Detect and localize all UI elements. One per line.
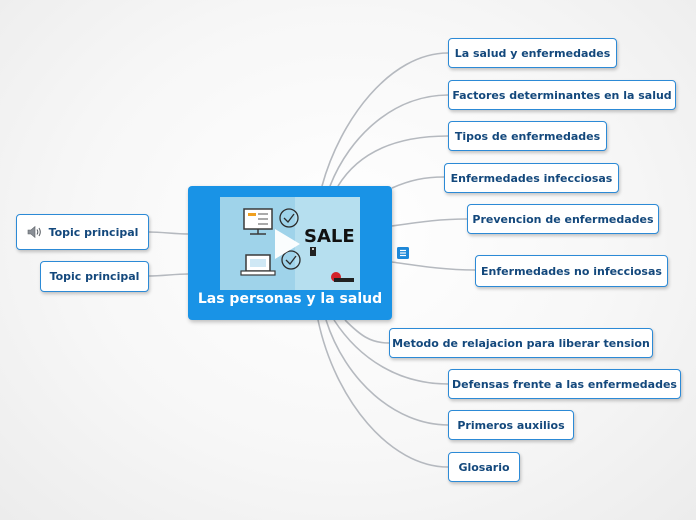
connector-infecciosas — [391, 176, 445, 189]
video-thumbnail[interactable]: SALE — [220, 197, 360, 290]
connector-no-infecciosas — [391, 261, 476, 271]
connector-prevencion — [391, 218, 468, 227]
connector-la-salud — [321, 52, 449, 187]
central-title: Las personas y la salud — [197, 291, 383, 307]
topic-label: La salud y enfermedades — [454, 46, 611, 60]
play-icon — [275, 229, 300, 259]
topic-metodo-relajacion[interactable]: Metodo de relajacion para liberar tensio… — [389, 328, 653, 358]
computer-icon — [243, 208, 273, 235]
connector-metodo — [344, 319, 390, 344]
topic-enfermedades-no-infecciosas[interactable]: Enfermedades no infecciosas — [475, 255, 668, 287]
notes-icon[interactable] — [397, 247, 409, 259]
connector-left-1 — [148, 231, 189, 235]
topic-label: Prevencion de enfermedades — [472, 212, 654, 226]
topic-label: Topic principal — [49, 270, 140, 283]
topic-label: Tipos de enfermedades — [454, 129, 601, 143]
connector-primeros — [325, 319, 449, 426]
topic-salud-enfermedades[interactable]: La salud y enfermedades — [448, 38, 617, 68]
speaker-icon[interactable] — [27, 225, 43, 239]
topic-factores-determinantes[interactable]: Factores determinantes en la salud — [448, 80, 676, 110]
connector-left-2 — [148, 273, 189, 277]
topic-label: Primeros auxilios — [457, 418, 565, 432]
topic-principal-audio[interactable]: Topic principal — [16, 214, 149, 250]
check-icon — [279, 208, 301, 270]
laptop-icon — [240, 254, 276, 276]
topic-label: Defensas frente a las enfermedades — [452, 377, 677, 391]
topic-label: Metodo de relajacion para liberar tensio… — [392, 336, 650, 350]
topic-prevencion-enfermedades[interactable]: Prevencion de enfermedades — [467, 204, 659, 234]
topic-glosario[interactable]: Glosario — [448, 452, 520, 482]
central-topic[interactable]: SALE Las personas y la salud — [188, 186, 392, 320]
sale-text: SALE — [304, 226, 355, 247]
connector-glosario — [317, 319, 449, 468]
topic-label: Glosario — [458, 460, 510, 474]
connector-factores — [329, 94, 449, 187]
topic-primeros-auxilios[interactable]: Primeros auxilios — [448, 410, 574, 440]
topic-label: Enfermedades infecciosas — [450, 171, 613, 185]
topic-tipos-enfermedades[interactable]: Tipos de enfermedades — [448, 121, 607, 151]
topic-label: Enfermedades no infecciosas — [481, 264, 662, 278]
topic-enfermedades-infecciosas[interactable]: Enfermedades infecciosas — [444, 163, 619, 193]
connector-tipos — [337, 135, 449, 187]
tag-icon — [310, 247, 316, 256]
topic-defensas[interactable]: Defensas frente a las enfermedades — [448, 369, 681, 399]
brand-logo — [331, 272, 354, 282]
topic-label: Topic principal — [48, 225, 139, 239]
connector-defensas — [333, 319, 449, 385]
topic-principal[interactable]: Topic principal — [40, 261, 149, 292]
topic-label: Factores determinantes en la salud — [452, 88, 672, 102]
